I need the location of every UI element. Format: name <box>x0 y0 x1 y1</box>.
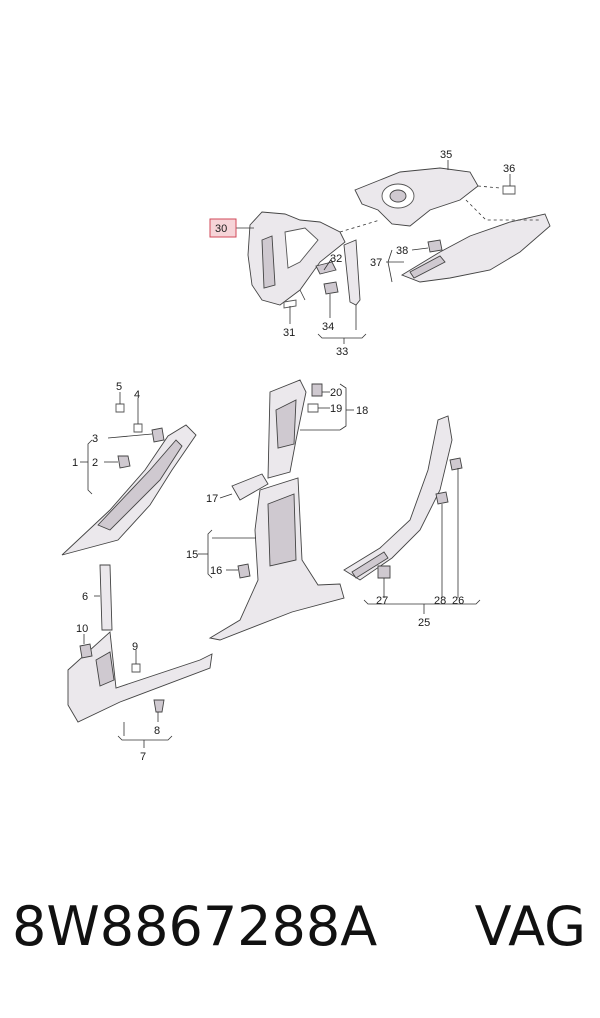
brand-label: VAG <box>474 895 586 958</box>
part-10-clip <box>79 643 93 659</box>
callout-10: 10 <box>76 623 88 635</box>
part-2-clip <box>117 455 131 469</box>
callout-33: 33 <box>336 346 348 358</box>
part-26-clip <box>449 457 463 471</box>
callout-20: 20 <box>330 387 342 399</box>
part-3-clip <box>151 427 165 443</box>
part-5-screw <box>115 403 125 413</box>
part-18-b-pillar-upper <box>267 379 307 479</box>
part-25-sill-trim <box>343 415 453 581</box>
highlight-box-30 <box>209 218 237 238</box>
callout-3: 3 <box>92 433 98 445</box>
callout-31: 31 <box>283 327 295 339</box>
part-28-clip <box>435 491 449 505</box>
part-34-clip <box>323 281 339 295</box>
part-number: 8W8867288A <box>12 895 378 958</box>
part-6-trim-strip <box>99 564 113 631</box>
part-1-a-pillar-trim <box>61 424 197 556</box>
callout-5: 5 <box>116 381 122 393</box>
part-17-bracket <box>231 473 269 501</box>
callout-8: 8 <box>154 725 160 737</box>
footer: 8W8867288A VAG <box>0 895 600 975</box>
parts-diagram: 30 31 32 33 34 35 36 37 38 5 4 3 1 2 6 1… <box>61 149 551 763</box>
callout-15: 15 <box>186 549 198 561</box>
part-32-clip <box>315 261 337 275</box>
part-36-screw <box>502 185 516 195</box>
leader-lines <box>80 160 540 748</box>
callout-38: 38 <box>396 245 408 257</box>
callout-26: 26 <box>452 595 464 607</box>
callout-27: 27 <box>376 595 388 607</box>
callout-18: 18 <box>356 405 368 417</box>
part-20-clip <box>311 383 323 397</box>
callout-30: 30 <box>215 223 227 235</box>
part-31-screw <box>283 299 297 316</box>
part-30-rear-trim <box>247 211 346 306</box>
callout-2: 2 <box>92 457 98 469</box>
part-8-clip <box>153 699 165 713</box>
part-37-sill-trim <box>400 213 551 283</box>
callout-7: 7 <box>140 751 146 763</box>
part-15-b-pillar-lower <box>208 477 345 641</box>
part-7-sill-panel <box>67 631 213 723</box>
callout-37: 37 <box>370 257 382 269</box>
part-38-clip <box>427 239 443 253</box>
callout-36: 36 <box>503 163 515 175</box>
callout-6: 6 <box>82 591 88 603</box>
callout-28: 28 <box>434 595 446 607</box>
part-33-trim-strip <box>343 239 361 306</box>
part-27-clip <box>377 565 391 579</box>
callout-4: 4 <box>134 389 140 401</box>
callout-34: 34 <box>322 321 334 333</box>
part-9-screw <box>131 663 141 673</box>
part-35-bracket <box>354 167 479 227</box>
callout-17: 17 <box>206 493 218 505</box>
callout-9: 9 <box>132 641 138 653</box>
callout-19: 19 <box>330 403 342 415</box>
part-4-clip <box>133 423 143 433</box>
callout-25: 25 <box>418 617 430 629</box>
part-16-clip <box>237 563 251 579</box>
callout-16: 16 <box>210 565 222 577</box>
callout-35: 35 <box>440 149 452 161</box>
callout-1: 1 <box>72 457 78 469</box>
callout-32: 32 <box>330 253 342 265</box>
part-19-clip <box>307 403 319 413</box>
